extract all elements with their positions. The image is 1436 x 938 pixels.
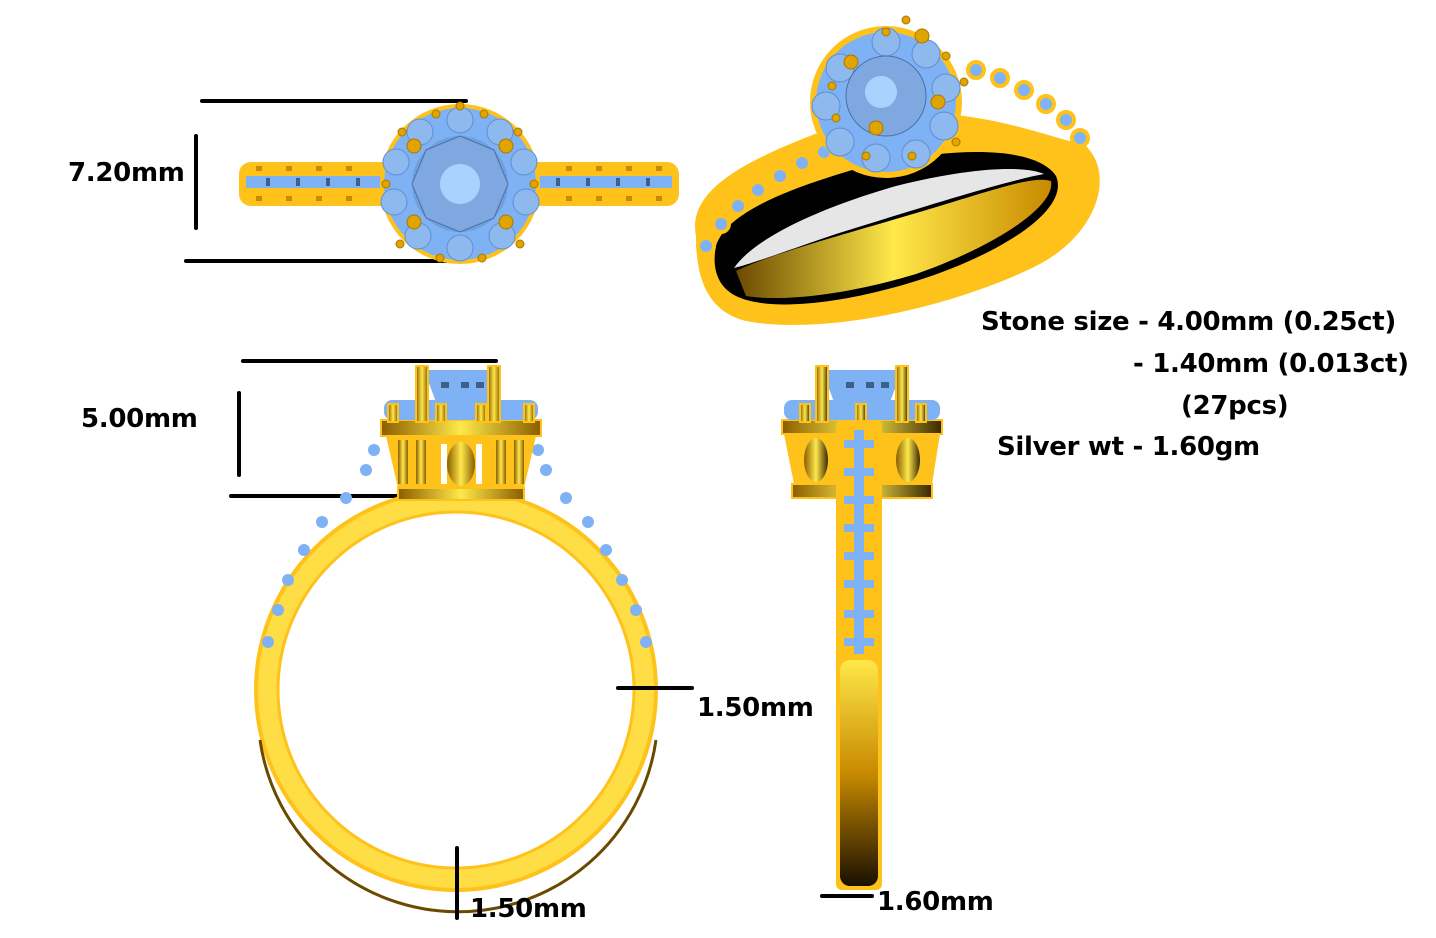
shank-bottom-dimension-line — [455, 846, 459, 920]
stone-size-line-3: (27pcs) — [1181, 391, 1289, 421]
silver-weight: Silver wt - 1.60gm — [997, 432, 1260, 462]
front-view-ring-drawing — [254, 365, 658, 914]
head-height-label: 5.00mm — [81, 404, 198, 434]
stone-size-line-1: Stone size - 4.00mm (0.25ct) — [981, 307, 1397, 337]
shank-width-dimension-line — [616, 686, 694, 690]
dimension-line-bottom — [184, 259, 464, 263]
shank-thickness-label: 1.60mm — [877, 887, 994, 917]
top-view-ring-drawing — [239, 101, 679, 264]
head-dimension-line-vertical — [237, 391, 241, 477]
shank-width-label: 1.50mm — [697, 693, 814, 723]
shank-bottom-label: 1.50mm — [470, 894, 587, 924]
top-view-dimension-label: 7.20mm — [68, 158, 185, 188]
dimension-line-top — [200, 99, 468, 103]
perspective-ring-drawing — [695, 15, 1100, 325]
shank-thickness-dimension-line — [820, 894, 874, 898]
side-view-ring-drawing — [781, 365, 943, 890]
head-dimension-line-top — [241, 359, 498, 363]
dimension-line-vertical — [194, 134, 198, 230]
stone-size-line-2: - 1.40mm (0.013ct) — [1133, 349, 1409, 379]
